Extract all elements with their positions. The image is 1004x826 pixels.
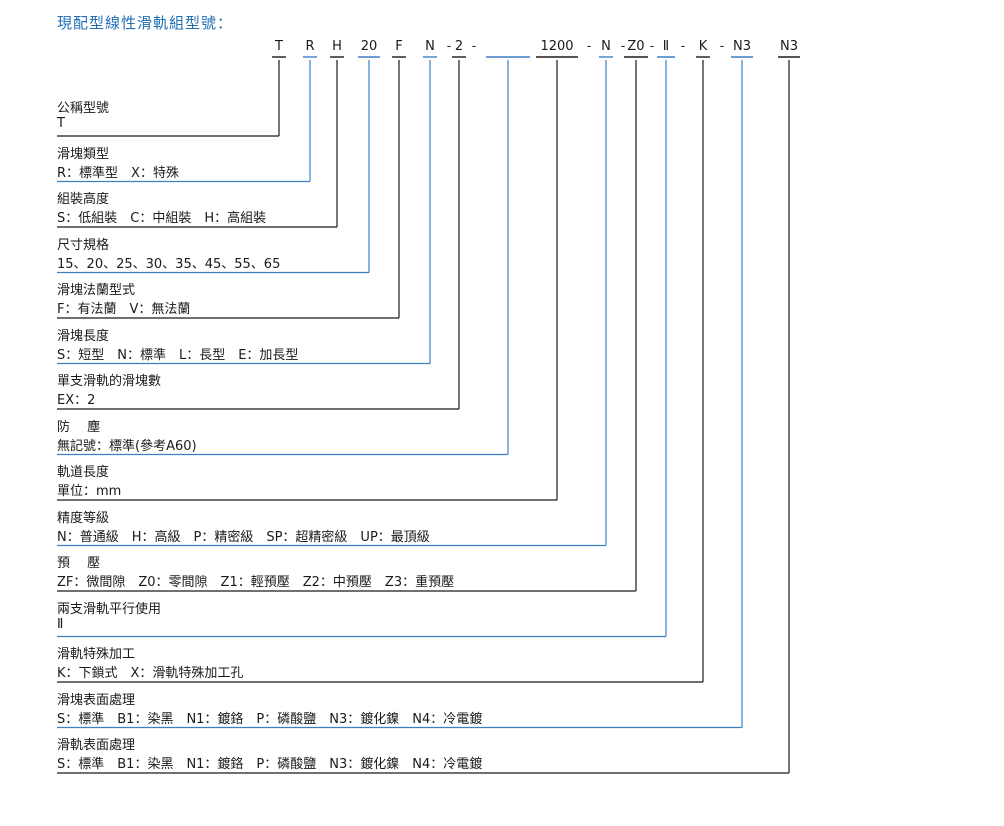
option-title: 軌道長度 (57, 465, 110, 480)
code-segment: N3 (780, 39, 798, 54)
option-title: 兩支滑軌平行使用 (57, 601, 162, 617)
code-separator: - (471, 39, 477, 54)
option-title: 精度等級 (57, 510, 110, 526)
option-title: 滑塊表面處理 (57, 692, 136, 708)
option-values: S：標準 B1：染黑 N1：鍍鉻 P：磷酸鹽 N3：鍍化鎳 N4：冷電鍍 (57, 757, 483, 772)
code-segment: H (332, 39, 342, 54)
option-title: 滑塊長度 (57, 328, 110, 344)
code-separator: - (620, 39, 626, 54)
option-title: 滑塊類型 (57, 146, 110, 162)
option-values: EX：2 (57, 393, 96, 408)
code-segment: F (395, 39, 403, 54)
page-title: 現配型線性滑軌組型號： (57, 14, 234, 32)
option-title: 防 塵 (57, 419, 101, 435)
code-segment: N3 (733, 39, 751, 54)
code-segment: 2 (454, 39, 464, 54)
code-separator: - (680, 39, 686, 54)
option-title: 滑塊法蘭型式 (57, 283, 136, 298)
code-separator: - (586, 39, 592, 54)
code-separator: - (446, 39, 452, 54)
code-separator: - (719, 39, 725, 54)
option-values: K：下鎖式 X：滑軌特殊加工孔 (57, 666, 244, 681)
code-segment: 20 (360, 39, 378, 54)
option-values: S：低組裝 C：中組裝 H：高組裝 (57, 211, 267, 226)
option-title: 公稱型號 (57, 101, 110, 116)
code-segment: N (425, 39, 435, 54)
code-segment: N (601, 39, 611, 54)
code-segment: T (275, 39, 283, 54)
option-title: 滑軌表面處理 (57, 738, 136, 753)
option-values: 單位：mm (57, 484, 122, 499)
code-segment: K (698, 39, 708, 54)
code-segment: R (305, 39, 315, 54)
option-title: 組裝高度 (57, 192, 110, 207)
option-title: 尺寸規格 (57, 237, 110, 253)
code-segment: Z0 (627, 39, 645, 54)
option-title: 預 壓 (57, 556, 101, 571)
option-values: 15、20、25、30、35、45、55、65 (57, 256, 281, 272)
option-values: ZF：微間隙 Z0：零間隙 Z1：輕預壓 Z2：中預壓 Z3：重預壓 (57, 575, 455, 590)
code-separator: - (649, 39, 655, 54)
option-title: 滑軌特殊加工 (57, 647, 136, 662)
option-title: 單支滑軌的滑塊數 (57, 374, 162, 389)
option-values: N：普通級 H：高級 P：精密級 SP：超精密級 UP：最頂級 (57, 529, 430, 545)
code-segment: Ⅱ (662, 39, 670, 54)
option-values: F：有法蘭 V：無法蘭 (57, 302, 191, 317)
option-values: S：短型 N：標準 L：長型 E：加長型 (57, 347, 299, 363)
code-segment: 1200 (540, 39, 574, 54)
option-values: R：標準型 X：特殊 (57, 165, 179, 181)
option-values: Ⅱ (57, 616, 64, 632)
option-values: S：標準 B1：染黑 N1：鍍鉻 P：磷酸鹽 N3：鍍化鎳 N4：冷電鍍 (57, 711, 483, 727)
option-values: T (57, 116, 65, 131)
option-values: 無記號：標準(參考A60) (57, 438, 197, 454)
